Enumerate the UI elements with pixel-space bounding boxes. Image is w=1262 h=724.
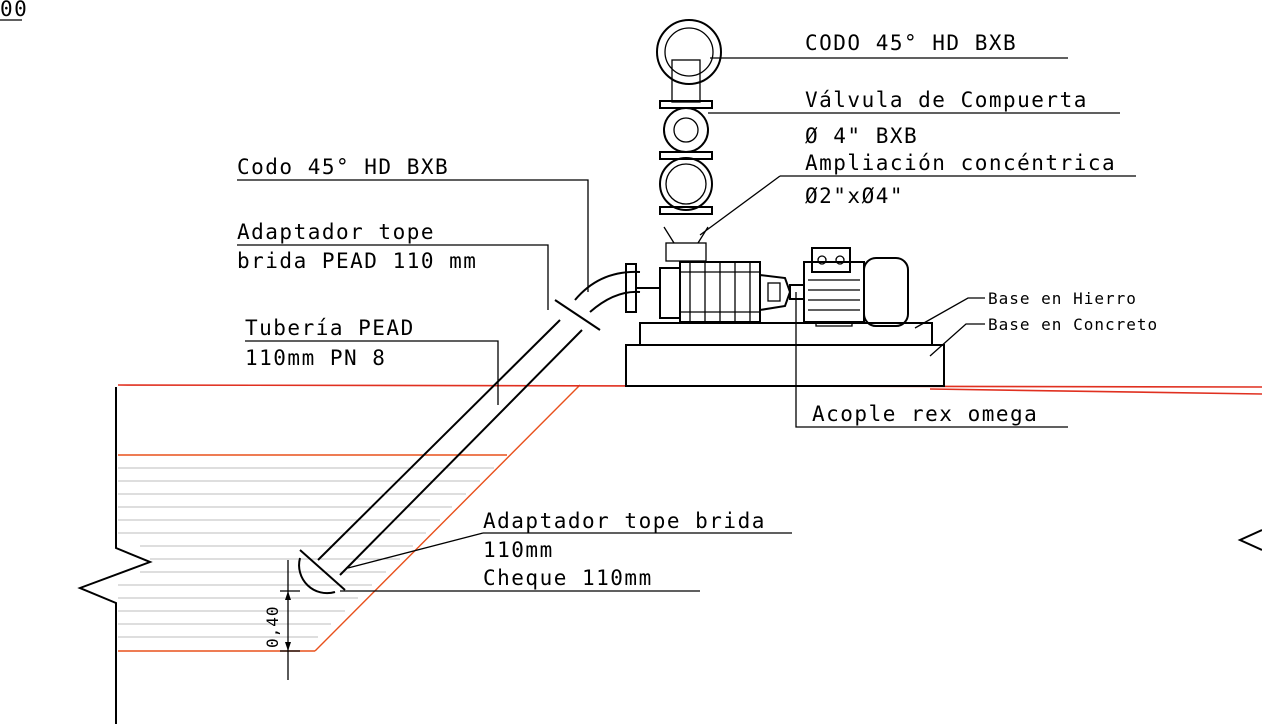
iron-base [639,322,933,346]
label-ampliacion-1: Ampliación concéntrica [805,151,1116,175]
discharge-riser [656,19,722,262]
label-codo-left: Codo 45° HD BXB [237,155,449,179]
tank-wall-break [77,387,153,724]
label-tuberia-1: Tubería PEAD [245,316,415,340]
slope-line [314,384,581,652]
leader-base-concreto [929,323,985,357]
label-ampliacion-2: Ø2"xØ4" [805,184,904,208]
concrete-base [625,344,945,387]
label-base-hierro: Base en Hierro [988,289,1137,308]
leader-codo-left [237,179,589,292]
ground-line-2 [929,388,1262,395]
label-codo-top: CODO 45° HD BXB [805,31,1017,55]
water-hatch [118,454,507,638]
label-valvula-1: Válvula de Compuerta [805,88,1088,112]
dimension-0-40 [280,560,300,680]
suction-pipe [298,263,660,595]
label-dimension: 0,40 [263,605,282,648]
label-adaptador-2: brida PEAD 110 mm [237,249,477,273]
label-valvula-2: Ø 4" BXB [805,124,918,148]
pump [659,261,792,323]
leader-tuberia [245,340,499,405]
leader-adaptador [237,244,549,310]
edge-symbol [1237,529,1262,551]
motor [803,247,909,327]
label-adaptador-bottom-1: Adaptador tope brida [483,509,766,533]
label-adaptador-1: Adaptador tope [237,220,435,244]
leader-adaptador-bottom [347,532,484,569]
leader-base-hierro [914,297,985,329]
label-base-concreto: Base en Concreto [988,315,1158,334]
label-tuberia-2: 110mm PN 8 [245,346,386,370]
label-adaptador-bottom-2: 110mm [483,538,554,562]
leader-acople [795,292,1068,428]
label-acople: Acople rex omega [812,402,1038,426]
leader-ampliacion [699,175,781,236]
coupling [789,284,805,300]
corner-fragment-label: 00 [0,0,28,21]
label-cheque: Cheque 110mm [483,566,653,590]
